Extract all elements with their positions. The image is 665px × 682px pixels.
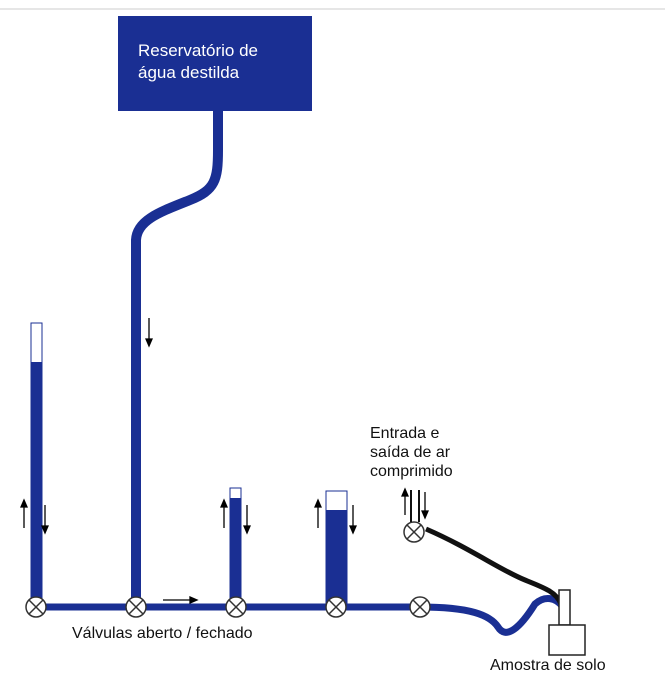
air-label-line1: Entrada e <box>370 425 440 442</box>
valve-1[interactable] <box>25 596 47 618</box>
soil-sample-label: Amostra de solo <box>490 657 606 674</box>
reservoir-box <box>118 16 312 111</box>
sample-column <box>558 589 571 626</box>
updown-arrows-wide <box>314 498 357 535</box>
supply-pipe <box>131 111 223 605</box>
valve-air[interactable] <box>403 521 425 543</box>
reservoir-label-line1: Reservatório de <box>138 41 259 60</box>
down-flow-arrow <box>145 318 153 348</box>
valve-5[interactable] <box>409 596 431 618</box>
valve-4[interactable] <box>325 596 347 618</box>
updown-arrows-left <box>20 498 49 535</box>
air-hose <box>425 526 564 606</box>
updown-arrows-middle <box>220 498 251 535</box>
updown-arrows-air <box>401 487 429 520</box>
valve-2[interactable] <box>125 596 147 618</box>
right-flow-arrow <box>163 596 199 604</box>
reservoir-label-line2: água destilda <box>138 63 240 82</box>
standpipe-middle-water <box>230 498 241 607</box>
valve-3[interactable] <box>225 596 247 618</box>
soil-sample-container <box>548 624 586 656</box>
air-label-line2: saída de ar <box>370 444 451 461</box>
valves-label: Válvulas aberto / fechado <box>72 625 253 642</box>
standpipe-left-water <box>31 362 42 607</box>
main-pipe <box>30 595 565 636</box>
air-label-line3: comprimido <box>370 463 453 480</box>
standpipe-wide-water <box>326 510 347 607</box>
